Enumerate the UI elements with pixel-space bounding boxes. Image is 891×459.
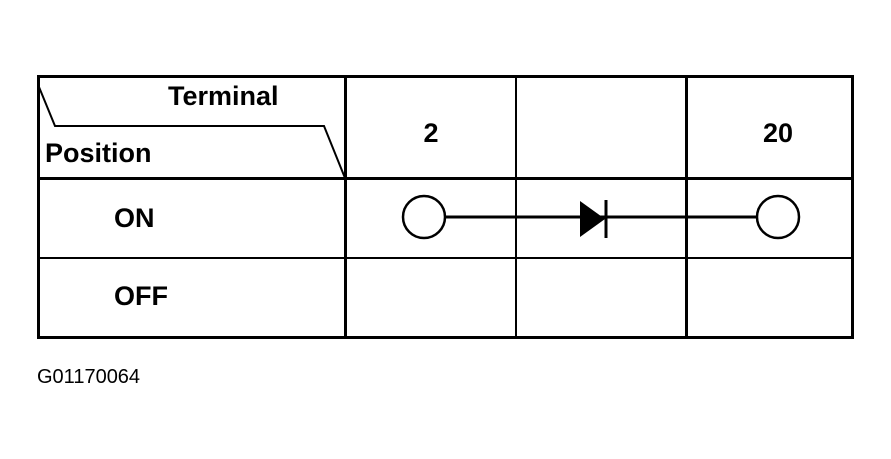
row-divider-on-off xyxy=(37,257,854,259)
table-border-right xyxy=(851,75,854,339)
corner-header-position-label: Position xyxy=(45,138,152,168)
column-header-terminal-2: 2 xyxy=(423,118,439,148)
on-row-continuity-diagram xyxy=(401,194,801,240)
row-divider-header xyxy=(37,177,854,180)
column-header-terminal-20: 20 xyxy=(762,118,794,148)
table-border-bottom xyxy=(37,336,854,339)
table-border-top xyxy=(37,75,854,78)
column-divider-1 xyxy=(344,75,347,339)
corner-header-terminal-label: Terminal xyxy=(168,81,279,111)
column-divider-2 xyxy=(515,75,517,339)
row-label-off: OFF xyxy=(114,281,168,311)
column-divider-3 xyxy=(685,75,688,339)
table-border-left xyxy=(37,75,40,339)
figure-caption-code: G01170064 xyxy=(37,366,141,388)
row-label-on: ON xyxy=(114,203,155,233)
terminal-2-circle-icon xyxy=(401,194,447,240)
corner-header-divider xyxy=(38,86,346,179)
terminal-20-circle-icon xyxy=(755,194,801,240)
diode-icon xyxy=(580,200,608,238)
